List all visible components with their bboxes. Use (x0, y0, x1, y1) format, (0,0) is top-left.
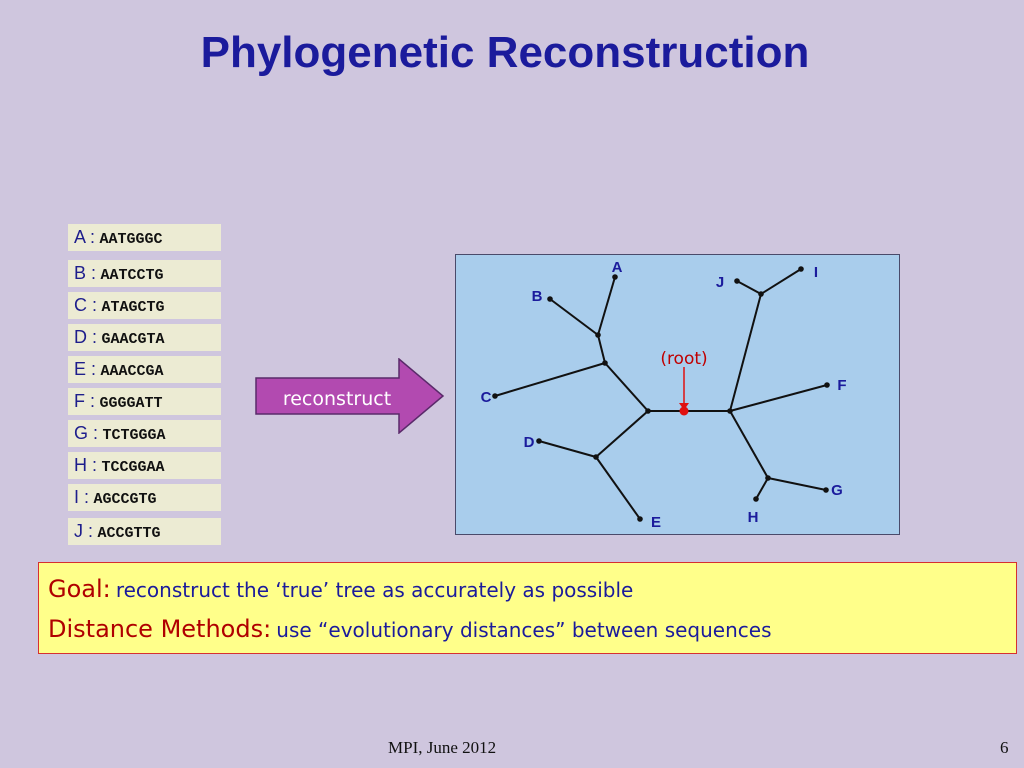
leaf-label-c: C (481, 389, 492, 406)
methods-line: Distance Methods: use “evolutionary dist… (48, 615, 772, 643)
root-marker (679, 406, 689, 416)
sequence-label: G : (74, 423, 99, 443)
sequence-code: TCTGGGA (102, 427, 166, 444)
sequence-row: D : GAACGTA (68, 324, 221, 351)
leaf-label-a: A (612, 259, 623, 276)
page-number: 6 (1000, 738, 1009, 757)
sequence-row: F : GGGGATT (68, 388, 221, 415)
sequence-label: I : (74, 487, 90, 507)
sequence-row: A : AATGGGC (68, 224, 221, 251)
leaf-label-h: H (748, 509, 759, 526)
sequence-code: GGGGATT (99, 395, 163, 412)
sequence-label: C : (74, 295, 98, 315)
sequence-row: B : AATCCTG (68, 260, 221, 287)
sequence-code: AATGGGC (99, 231, 163, 248)
phylogenetic-tree: (root) A B C D E F G H I J (481, 259, 847, 531)
leaf-label-e: E (651, 514, 661, 531)
footer-text: MPI, June 2012 (388, 738, 497, 757)
sequence-row: E : AAACCGA (68, 356, 221, 383)
leaf-label-d: D (524, 434, 535, 451)
reconstruct-arrow: reconstruct (255, 358, 445, 434)
goal-key: Goal: (48, 575, 111, 603)
sequence-row: H : TCCGGAA (68, 452, 221, 479)
tree-edges (494, 268, 828, 520)
leaf-label-g: G (831, 482, 843, 499)
leaf-label-j: J (716, 274, 724, 291)
tree-panel: (root) A B C D E F G H I J (455, 254, 900, 535)
arrow-label: reconstruct (283, 388, 391, 410)
sequence-code: ATAGCTG (101, 299, 165, 316)
leaf-label-b: B (532, 288, 543, 305)
sequence-code: GAACGTA (101, 331, 165, 348)
sequence-label: F : (74, 391, 95, 411)
sequence-code: AATCCTG (100, 267, 164, 284)
goal-line: Goal: reconstruct the ‘true’ tree as acc… (48, 575, 633, 603)
sequence-label: J : (74, 521, 94, 541)
goal-box: Goal: reconstruct the ‘true’ tree as acc… (38, 562, 1017, 654)
leaf-label-f: F (837, 377, 846, 394)
sequence-code: AAACCGA (100, 363, 164, 380)
slide-title: Phylogenetic Reconstruction (200, 28, 810, 77)
sequence-code: TCCGGAA (101, 459, 165, 476)
leaf-label-i: I (814, 264, 818, 281)
root-label: (root) (660, 349, 707, 369)
sequence-label: A : (74, 227, 96, 247)
sequence-code: AGCCGTG (93, 491, 157, 508)
sequence-row: I : AGCCGTG (68, 484, 221, 511)
sequence-row: G : TCTGGGA (68, 420, 221, 447)
sequence-label: H : (74, 455, 98, 475)
sequence-code: ACCGTTG (97, 525, 161, 542)
sequence-label: B : (74, 263, 97, 283)
sequence-label: D : (74, 327, 98, 347)
goal-text: reconstruct the ‘true’ tree as accuratel… (115, 578, 634, 602)
sequence-label: E : (74, 359, 97, 379)
sequence-row: J : ACCGTTG (68, 518, 221, 545)
tree-nodes (492, 266, 830, 522)
methods-text: use “evolutionary distances” between seq… (276, 618, 772, 642)
sequence-row: C : ATAGCTG (68, 292, 221, 319)
methods-key: Distance Methods: (48, 615, 272, 643)
